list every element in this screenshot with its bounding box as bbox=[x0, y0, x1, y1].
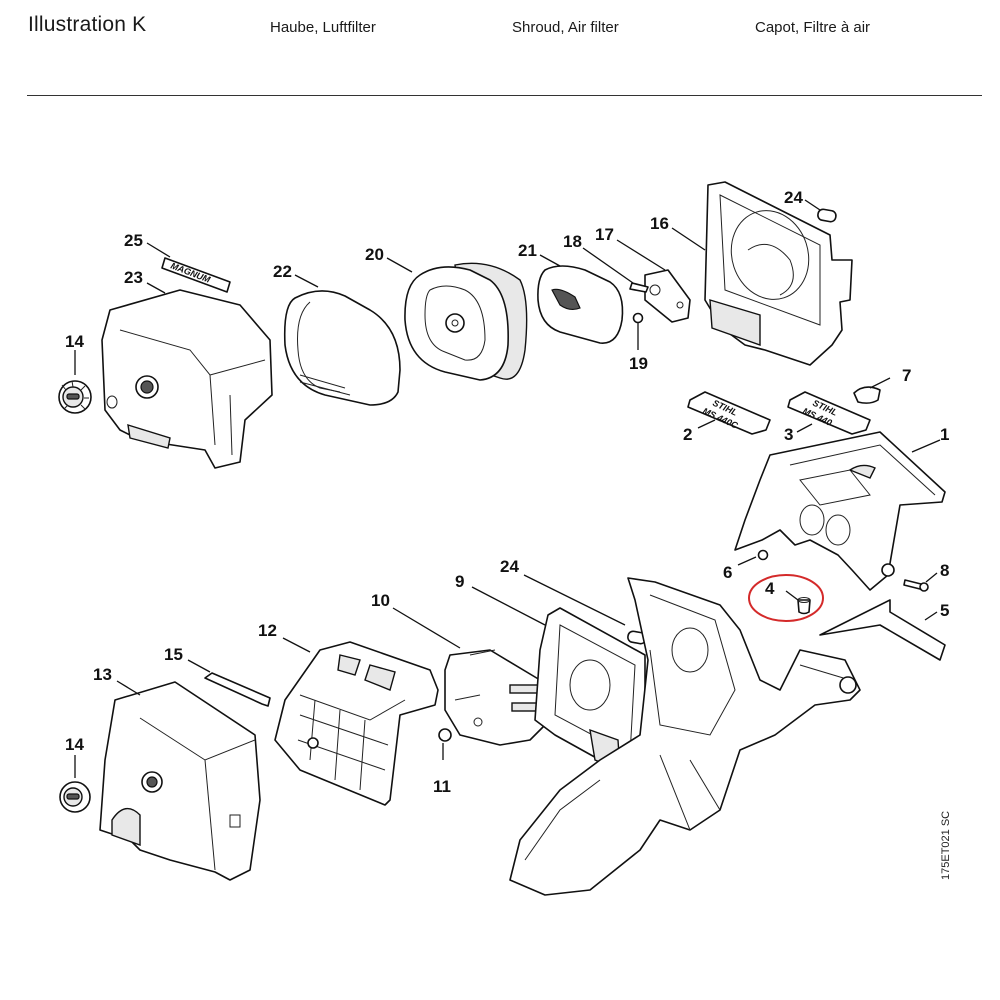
part-20-air-filter[interactable] bbox=[404, 262, 528, 381]
engine-housing bbox=[509, 577, 861, 896]
part-6-screw[interactable] bbox=[757, 549, 769, 561]
callout-17: 17 bbox=[595, 225, 614, 244]
part-25-magnum-badge[interactable]: MAGNUM bbox=[161, 257, 231, 293]
callout-12: 12 bbox=[258, 621, 277, 640]
callout-numbers: 25 23 14 22 20 21 18 17 19 16 24 7 2 3 1… bbox=[65, 188, 949, 796]
part-18-screw[interactable] bbox=[629, 282, 649, 293]
callout-9: 9 bbox=[455, 572, 464, 591]
part-11-screw[interactable] bbox=[438, 728, 452, 742]
part-13-shroud-lower[interactable] bbox=[99, 681, 261, 881]
callout-8: 8 bbox=[940, 561, 949, 580]
leader-lines bbox=[74, 199, 941, 778]
highlight-circle-part-4 bbox=[748, 574, 824, 622]
callout-15: 15 bbox=[164, 645, 183, 664]
callout-10: 10 bbox=[371, 591, 390, 610]
callout-13: 13 bbox=[93, 665, 112, 684]
callout-18: 18 bbox=[563, 232, 582, 251]
header-divider bbox=[27, 95, 982, 96]
part-16-filter-base[interactable] bbox=[704, 181, 853, 366]
title-french: Capot, Filtre à air bbox=[755, 19, 871, 36]
callout-11: 11 bbox=[433, 777, 451, 796]
callout-24-lower: 24 bbox=[500, 557, 519, 576]
callout-4: 4 bbox=[765, 579, 775, 598]
part-15-clip[interactable] bbox=[204, 672, 271, 707]
part-1-shroud[interactable] bbox=[734, 431, 946, 591]
part-21-filter-foam[interactable] bbox=[537, 265, 624, 344]
part-12-filter-cover[interactable] bbox=[274, 641, 439, 806]
part-10-choke[interactable] bbox=[444, 649, 546, 746]
part-5-plate[interactable] bbox=[819, 599, 946, 661]
callout-7: 7 bbox=[902, 366, 911, 385]
part-23-shroud-upper[interactable] bbox=[101, 289, 273, 469]
callout-14-upper: 14 bbox=[65, 332, 84, 351]
title-english: Shroud, Air filter bbox=[512, 19, 619, 36]
part-14-knob-upper[interactable] bbox=[58, 380, 92, 414]
callout-1: 1 bbox=[940, 425, 949, 444]
part-2-badge-ms440c[interactable]: STIHL MS 440C bbox=[687, 391, 771, 435]
part-17-bracket[interactable] bbox=[644, 269, 691, 323]
diagram-reference-code: 175ET021 SC bbox=[940, 810, 952, 880]
callout-3: 3 bbox=[784, 425, 793, 444]
part-7-cap[interactable] bbox=[853, 386, 881, 404]
title-german: Haube, Luftfilter bbox=[270, 19, 376, 36]
callout-6: 6 bbox=[723, 563, 732, 582]
callout-19: 19 bbox=[629, 354, 648, 373]
part-22-filter-seal[interactable] bbox=[283, 290, 401, 406]
callout-5: 5 bbox=[940, 601, 949, 620]
callout-25: 25 bbox=[124, 231, 143, 250]
part-8-screw[interactable] bbox=[903, 579, 929, 592]
callout-14-lower: 14 bbox=[65, 735, 84, 754]
callout-2: 2 bbox=[683, 425, 692, 444]
part-24-plug-upper[interactable] bbox=[817, 208, 837, 223]
part-4-sleeve[interactable] bbox=[797, 597, 811, 615]
callout-23: 23 bbox=[124, 268, 143, 287]
callout-21: 21 bbox=[518, 241, 537, 260]
callout-16: 16 bbox=[650, 214, 669, 233]
callout-24-upper: 24 bbox=[784, 188, 803, 207]
callout-20: 20 bbox=[365, 245, 384, 264]
illustration-title: Illustration K bbox=[28, 13, 147, 36]
part-19-nut[interactable] bbox=[632, 312, 644, 324]
part-14-knob-lower[interactable] bbox=[59, 781, 91, 813]
callout-22: 22 bbox=[273, 262, 292, 281]
